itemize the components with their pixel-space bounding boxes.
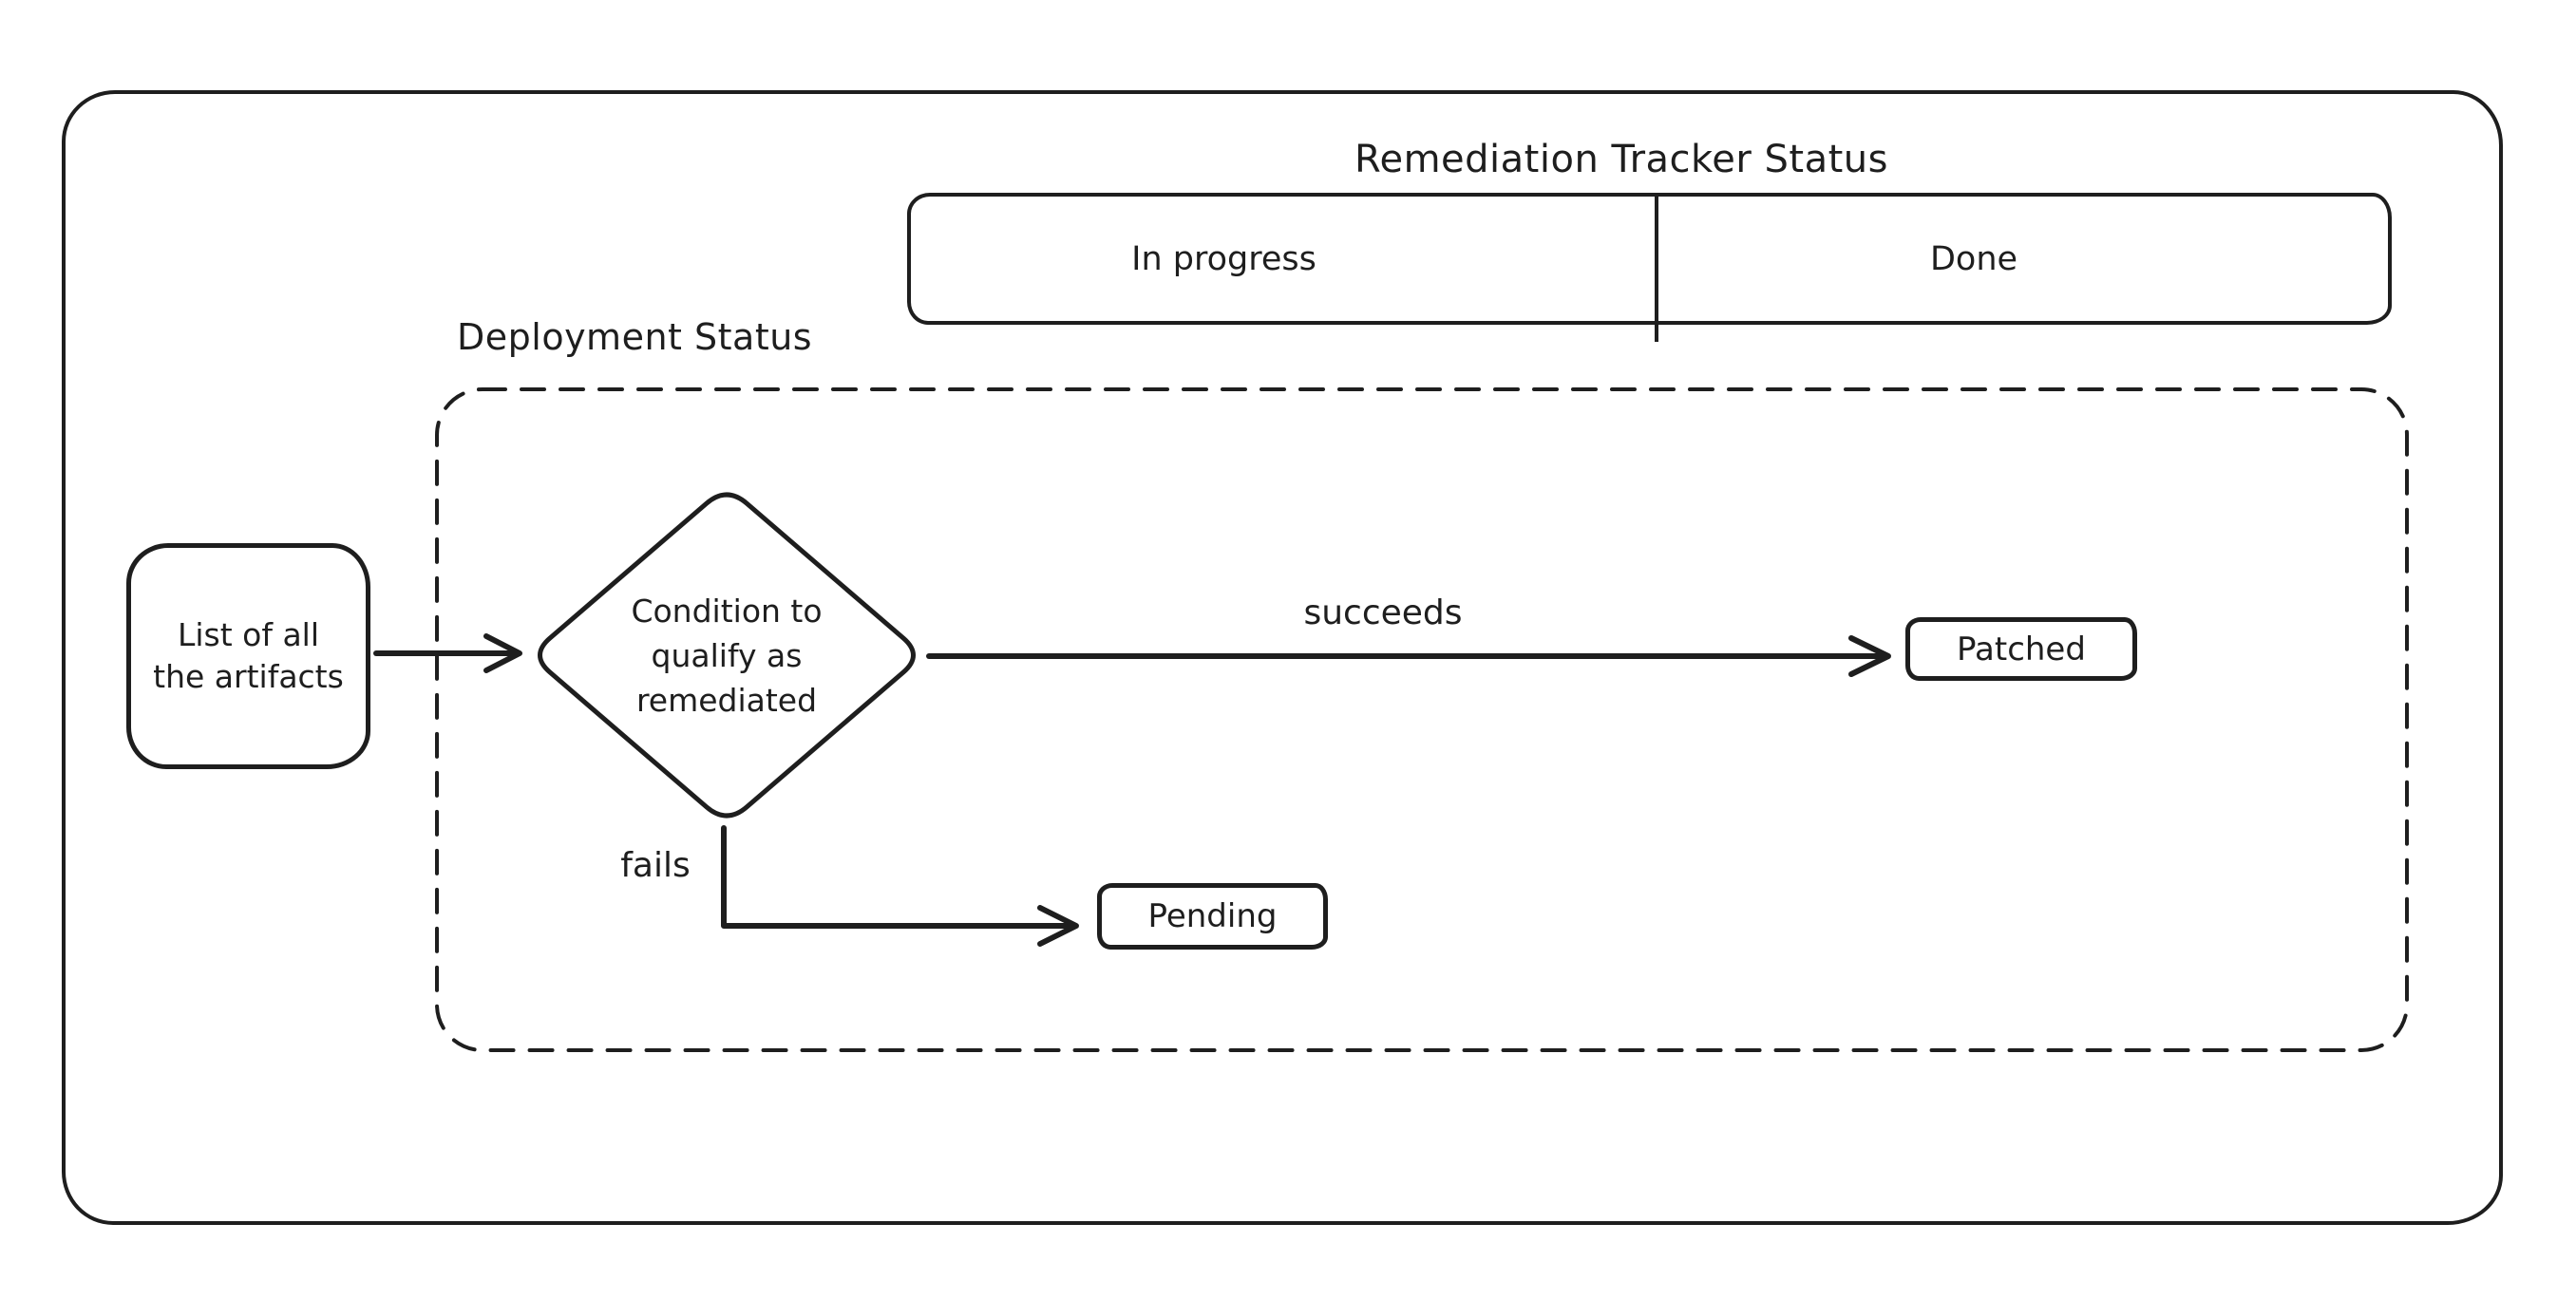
fails-edge-label: fails [620,846,691,885]
artifacts-label-line1: List of all [177,616,320,653]
patched-node: Patched [1905,617,2137,681]
tracker-status-bar: In progress Done [907,193,2392,342]
condition-diamond [538,492,916,819]
arrowhead-fails-icon [1037,905,1079,947]
artifacts-node: List of all the artifacts [126,543,370,769]
condition-label-line2: qualify as [651,636,803,674]
patched-label: Patched [1957,630,2086,668]
succeeds-edge-label: succeeds [1303,593,1463,632]
pending-node: Pending [1097,883,1328,950]
condition-label-line3: remediated [635,681,818,719]
deployment-status-group [435,387,2409,1052]
tracker-cell-in-progress-label: In progress [1131,239,1316,278]
outer-frame [62,90,2503,1225]
diagram-title: Remediation Tracker Status [1354,138,1888,181]
arrowhead-artifacts-to-condition-icon [483,633,522,673]
tracker-cell-in-progress: In progress [911,197,1658,321]
deployment-status-label: Deployment Status [457,316,813,358]
tracker-cell-done-label: Done [1929,239,2018,278]
artifacts-label-line2: the artifacts [153,658,344,695]
tracker-cell-done: Done [1658,197,2388,321]
tracker-divider [1655,194,1658,342]
condition-label-line1: Condition to [631,592,823,630]
arrow-fails [721,825,1074,929]
pending-label: Pending [1147,897,1278,935]
arrowhead-succeeds-icon [1848,635,1891,677]
condition-label: Condition to qualify as remediated [575,585,879,725]
